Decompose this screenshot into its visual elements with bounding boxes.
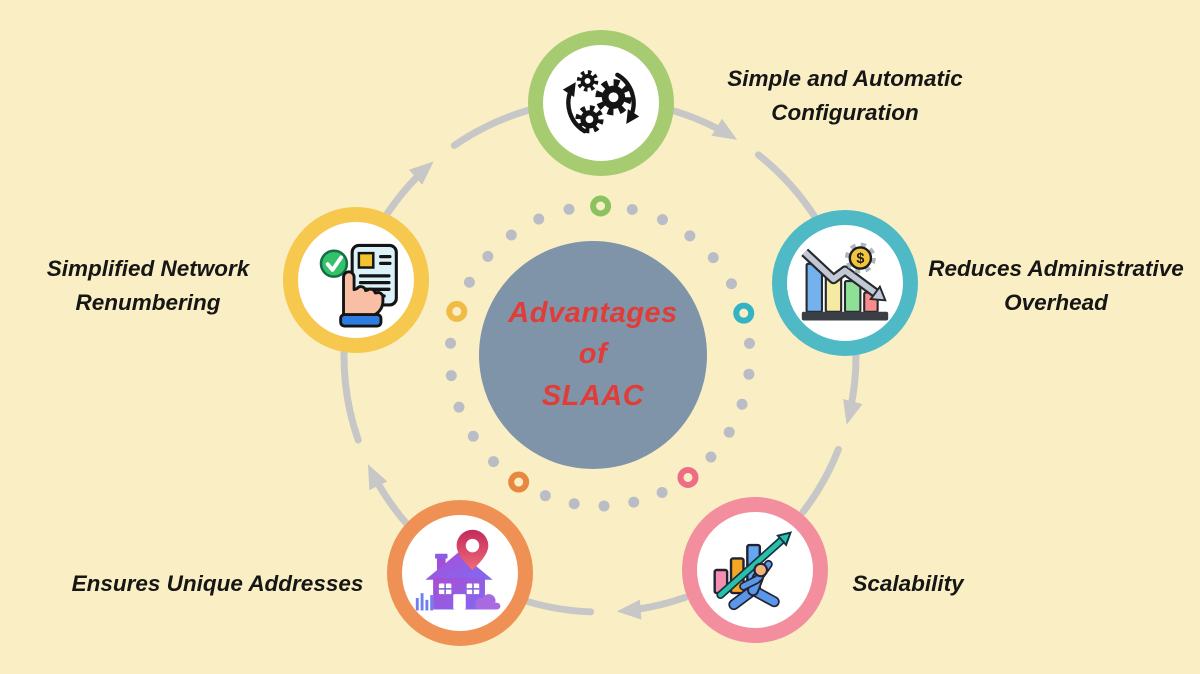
center-title-line: Advantages	[508, 297, 678, 330]
center-title-line: of	[578, 338, 608, 371]
label-simple-automatic-configuration: Simple and Automatic Configuration	[727, 66, 963, 125]
growth-arrow-person-icon	[713, 531, 793, 611]
node-reduces-administrative-overhead: $	[772, 210, 918, 356]
node-scalability	[682, 497, 828, 643]
house-location-pin-icon	[415, 529, 501, 611]
svg-text:$: $	[856, 251, 864, 267]
node-simplified-network-renumbering	[283, 207, 429, 353]
label-scalability: Scalability	[852, 571, 964, 596]
center-circle: Advantages of SLAAC	[479, 241, 707, 469]
center-title: Advantages of SLAAC	[508, 293, 677, 417]
label-ensures-unique-addresses: Ensures Unique Addresses	[71, 571, 364, 596]
label-simplified-network-renumbering: Simplified Network Renumbering	[46, 256, 250, 315]
node-ensures-unique-addresses	[387, 500, 533, 646]
center-title-line: SLAAC	[541, 379, 645, 412]
hand-checklist-icon	[319, 243, 398, 328]
gears-cycle-icon	[562, 55, 640, 151]
declining-cost-chart-icon: $	[801, 235, 889, 321]
node-simple-automatic-configuration	[528, 30, 674, 176]
label-reduces-administrative-overhead: Reduces Administrative Overhead	[928, 256, 1184, 315]
